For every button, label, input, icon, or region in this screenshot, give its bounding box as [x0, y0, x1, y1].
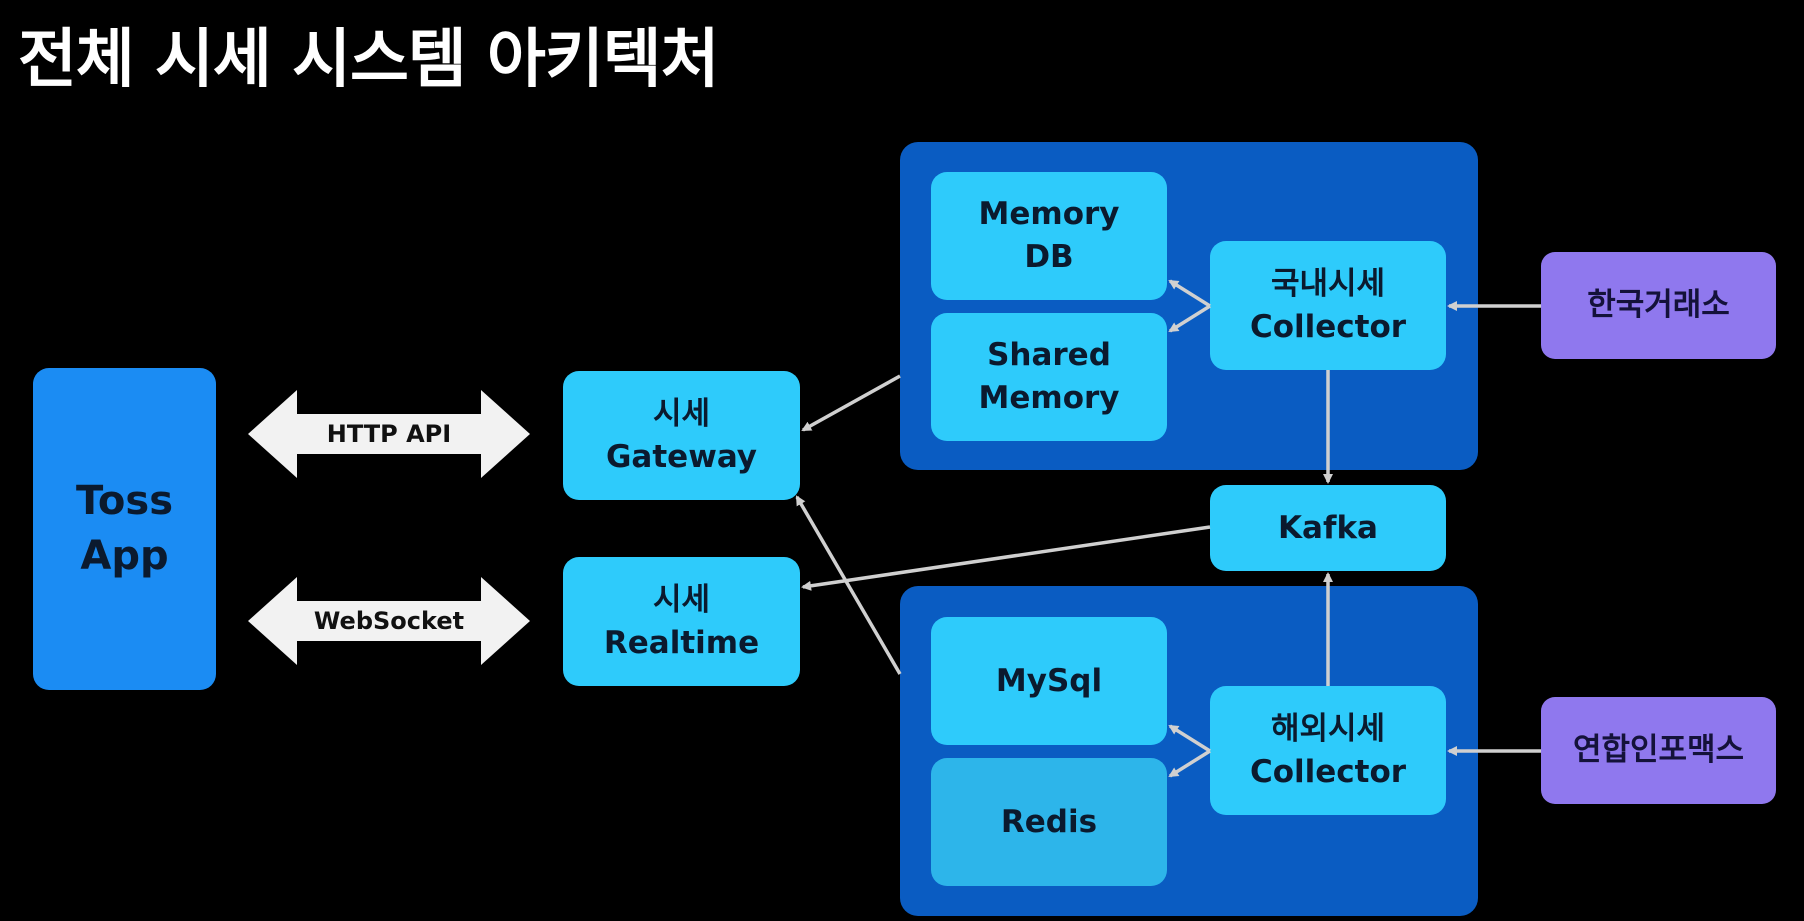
arrow-shared-memory-to-gateway — [801, 374, 901, 432]
redis-node[interactable]: Redis — [931, 758, 1167, 886]
http-api-double-arrow — [248, 390, 530, 478]
websocket-label: WebSocket — [313, 607, 465, 635]
arrow-overseas-collector-to-redis — [1168, 749, 1211, 778]
domestic-collector-node[interactable]: 국내시세 Collector — [1210, 241, 1446, 370]
yonhap-node[interactable]: 연합인포맥스 — [1541, 697, 1776, 804]
page-title: 전체 시세 시스템 아키텍처 — [18, 23, 720, 97]
mysql-node[interactable]: MySql — [931, 617, 1167, 745]
memory-db-node[interactable]: Memory DB — [931, 172, 1167, 300]
websocket-double-arrow — [248, 577, 530, 665]
overseas-collector-node[interactable]: 해외시세 Collector — [1210, 686, 1446, 815]
kafka-node[interactable]: Kafka — [1210, 485, 1446, 571]
arrow-kafka-to-realtime — [801, 525, 1211, 591]
http-api-label: HTTP API — [326, 420, 452, 448]
shared-memory-node[interactable]: Shared Memory — [931, 313, 1167, 441]
krx-node[interactable]: 한국거래소 — [1541, 252, 1776, 359]
toss-app-node[interactable]: Toss App — [33, 368, 216, 690]
arrow-overseas-to-gateway — [795, 495, 902, 675]
arrow-overseas-collector-to-mysql — [1168, 724, 1211, 753]
gateway-node[interactable]: 시세 Gateway — [563, 371, 800, 500]
arrow-domestic-collector-to-shared-memory — [1168, 304, 1211, 333]
arrow-domestic-collector-to-memory-db — [1168, 279, 1211, 308]
realtime-node[interactable]: 시세 Realtime — [563, 557, 800, 686]
